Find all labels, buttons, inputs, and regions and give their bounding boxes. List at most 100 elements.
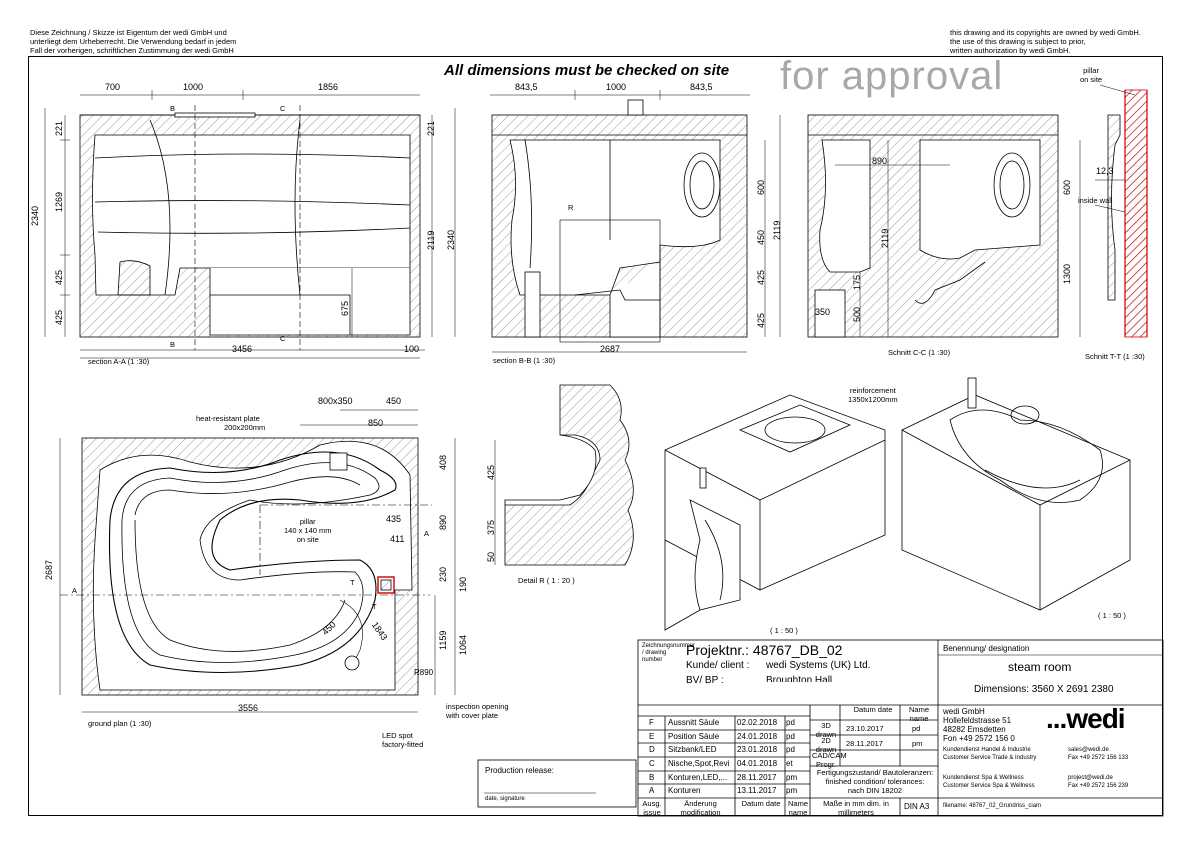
dim-label: 2340 <box>446 229 456 250</box>
section-marker: A <box>424 529 430 538</box>
rev-code: E <box>649 731 655 741</box>
rev-by: pd <box>786 731 795 741</box>
row-cad-label: CAD/CAM Progr. <box>812 751 847 769</box>
wedi-logo: ...wedi <box>1046 703 1126 734</box>
dim-label: 1000 <box>183 82 204 92</box>
revision-row: D Sitzbank/LED 23.01.2018 pd <box>638 745 810 759</box>
section-marker: B <box>170 104 176 113</box>
revision-row: B Konturen,LED,... 28.11.2017 pm <box>638 773 810 787</box>
filename: filename: 48767_02_Grundriss_ciam <box>943 803 1042 809</box>
callout-label: inside wall <box>1078 196 1113 205</box>
rev-date: 02.02.2018 <box>737 718 778 727</box>
rev-text: Aussnitt Säule <box>668 718 720 727</box>
dim-label: 843,5 <box>515 82 538 92</box>
designation-label: Benennung/ designation <box>943 644 1030 653</box>
dim-label: 411 <box>390 534 405 544</box>
kd1-mail: sales@wedi.de <box>1068 747 1109 753</box>
dim-label: 2340 <box>30 205 40 226</box>
rev-text: Position Säule <box>668 731 720 741</box>
rev-code: F <box>649 718 654 727</box>
dim-label: 1300 <box>1062 263 1072 284</box>
callout-line: 1350x1200mm <box>848 395 898 404</box>
view-title: Detail R ( 1 : 20 ) <box>518 576 575 585</box>
dim-label: 435 <box>386 514 402 524</box>
rev-text: Konturen <box>668 786 701 796</box>
copyright-note-en: this drawing and its copyrights are owne… <box>950 28 1141 55</box>
foot-name: Name name <box>787 799 808 817</box>
dim-label: 230 <box>438 566 448 582</box>
company-phone: Fon +49 2572 156 0 <box>943 734 1015 743</box>
dim-label: 408 <box>438 454 448 470</box>
datum-header: Datum date <box>853 705 893 714</box>
foot-din: DIN A3 <box>904 802 930 811</box>
copyright-note-de: Diese Zeichnung / Skizze ist Eigentum de… <box>30 28 236 55</box>
section-marker: C <box>280 104 286 113</box>
production-release-label: Production release: <box>485 766 554 775</box>
callout-line: inspection opening <box>446 702 509 711</box>
note-line: this drawing and its copyrights are owne… <box>950 28 1141 37</box>
kd1-fax: Fax +49 2572 156 133 <box>1068 755 1129 761</box>
isometric-view-1 <box>664 394 886 631</box>
production-release-sub: date, signature <box>485 796 525 802</box>
detail-marker: R <box>568 203 574 212</box>
dim-label: 375 <box>486 519 496 535</box>
warning-title: All dimensions must be checked on site <box>444 62 730 79</box>
drawing-frame <box>28 56 1163 816</box>
dim-label: 425 <box>54 309 64 325</box>
dim-label: 175 <box>852 274 862 290</box>
dim-label: 3556 <box>238 703 259 713</box>
section-aa-view <box>44 90 456 359</box>
dim-label: 890 <box>438 514 448 530</box>
rev-text: Konturen,LED,... <box>668 772 728 782</box>
revision-table: F Aussnitt Säule 02.02.2018 pd E Positio… <box>638 718 810 800</box>
note-line: Fall der vorherigen, schriftlichen Zusti… <box>30 46 234 55</box>
section-marker: B <box>170 340 176 349</box>
dim-label: 3456 <box>232 344 253 354</box>
kd2-fax: Fax +49 2572 156 239 <box>1068 783 1129 789</box>
rev-date: 28.11.2017 <box>737 772 777 782</box>
dim-label: 675 <box>340 300 350 316</box>
rev-by: pm <box>786 772 798 782</box>
view-title: ( 1 : 50 ) <box>770 626 798 635</box>
kd1-label-en: Customer Service Trade & Industry <box>943 755 1037 761</box>
callout-line: 140 x 140 mm <box>284 526 332 535</box>
rev-by: et <box>786 759 793 769</box>
pillar-callout: pillar on site <box>1080 66 1102 84</box>
section-marker: T <box>372 602 377 611</box>
client-label: Kunde/ client : <box>686 660 750 671</box>
dim-label: 221 <box>54 120 64 136</box>
dim-label: 425 <box>756 269 766 285</box>
revision-row: C Nische,Spot,Revi 04.01.2018 et <box>638 759 810 773</box>
revision-row: E Position Säule 24.01.2018 pd <box>638 732 810 746</box>
view-title: section A-A (1 :30) <box>88 357 150 366</box>
row-2d-label: 2D drawn <box>815 736 837 754</box>
tolerance-line: Fertigungszustand/ Bautoleranzen: <box>816 768 934 777</box>
dim-label: 190 <box>458 576 468 592</box>
name-header: Name name <box>908 705 929 723</box>
note-line: Diese Zeichnung / Skizze ist Eigentum de… <box>30 28 227 37</box>
dim-label: 800x350 <box>318 396 353 406</box>
rev-by: pm <box>786 786 798 796</box>
reinforcement-callout: reinforcement 1350x1200mm <box>848 386 898 404</box>
dimensions-value: Dimensions: 3560 X 2691 2380 <box>974 684 1114 695</box>
dim-label: 50 <box>486 551 496 562</box>
dim-label: 700 <box>105 82 121 92</box>
view-title: Schnitt T-T (1 :30) <box>1085 352 1145 361</box>
dim-label: 890 <box>872 156 888 166</box>
designation-value: steam room <box>1008 660 1072 674</box>
rev-code: A <box>649 786 655 796</box>
note-line: the use of this drawing is subject to pr… <box>950 37 1086 46</box>
foot-ausg: Ausg. issue <box>642 799 662 817</box>
isometric-view-2 <box>901 377 1131 611</box>
rev-code: B <box>649 772 655 782</box>
tolerance-note: Fertigungszustand/ Bautoleranzen: finish… <box>812 768 938 795</box>
section-tt-view <box>1094 84 1148 338</box>
row-2d-date: 28.11.2017 <box>846 739 883 748</box>
drawing-number-note: Zeichnungsnummer / drawing number <box>642 643 696 663</box>
section-marker: T <box>350 578 355 587</box>
approval-stamp: for approval <box>780 54 1004 98</box>
dim-label: 1159 <box>438 630 448 650</box>
row-3d-date: 23.10.2017 <box>846 724 884 733</box>
detail-r-view <box>494 384 634 566</box>
tolerance-line: nach DIN 18202 <box>847 786 903 795</box>
